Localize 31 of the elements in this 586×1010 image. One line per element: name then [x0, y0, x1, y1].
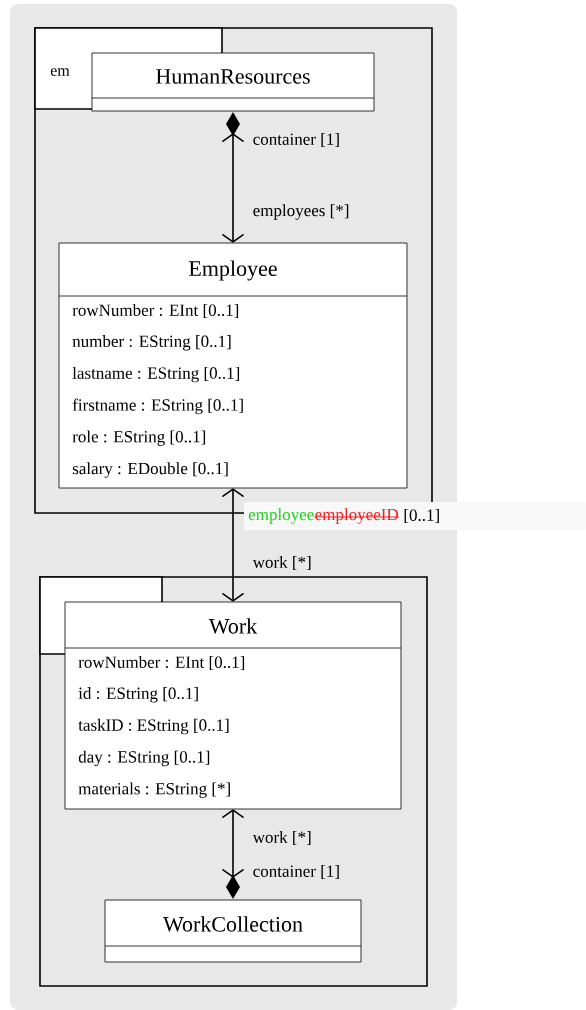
attribute-text: materials : EString [*]	[78, 782, 230, 798]
class-name: HumanResources	[156, 69, 310, 84]
class-name: Work	[208, 618, 258, 634]
edge-label: work [*]	[251, 829, 314, 847]
struck-text: employeeID	[314, 508, 400, 524]
edge-label: container [1]	[251, 131, 342, 149]
attribute-text: day : EString [0..1]	[78, 750, 210, 767]
composition-arrow	[222, 111, 244, 243]
class-box	[91, 52, 375, 112]
role-label: employees [*]	[253, 204, 349, 220]
attribute-text: id : EString [0..1]	[78, 687, 198, 703]
attribute-text: number : EString [0..1]	[72, 335, 231, 351]
class-name: WorkCollection	[163, 916, 303, 932]
attribute-text: rowNumber : EInt [0..1]	[72, 304, 239, 319]
role-label: [0..1]	[404, 508, 439, 524]
role-label: employee	[248, 508, 314, 524]
attribute-text: rowNumber : EInt [0..1]	[78, 655, 245, 671]
attribute-text: firstname : EString [0..1]	[72, 398, 243, 415]
composition-arrow	[222, 809, 244, 900]
class-box	[64, 601, 402, 810]
class-name: Employee	[189, 260, 277, 281]
package-name: em	[50, 68, 70, 76]
edge-label: work [*]	[251, 554, 314, 572]
attribute-text: taskID : EString [0..1]	[78, 718, 229, 735]
attribute-text: lastname : EString [0..1]	[72, 366, 240, 383]
attribute-text: role : EString [0..1]	[72, 430, 206, 446]
role-label: container [1]	[253, 864, 339, 880]
association-arrow	[222, 488, 244, 602]
class-box	[58, 242, 408, 489]
attribute-text: salary : EDouble [0..1]	[72, 462, 228, 478]
class-box	[104, 899, 362, 963]
